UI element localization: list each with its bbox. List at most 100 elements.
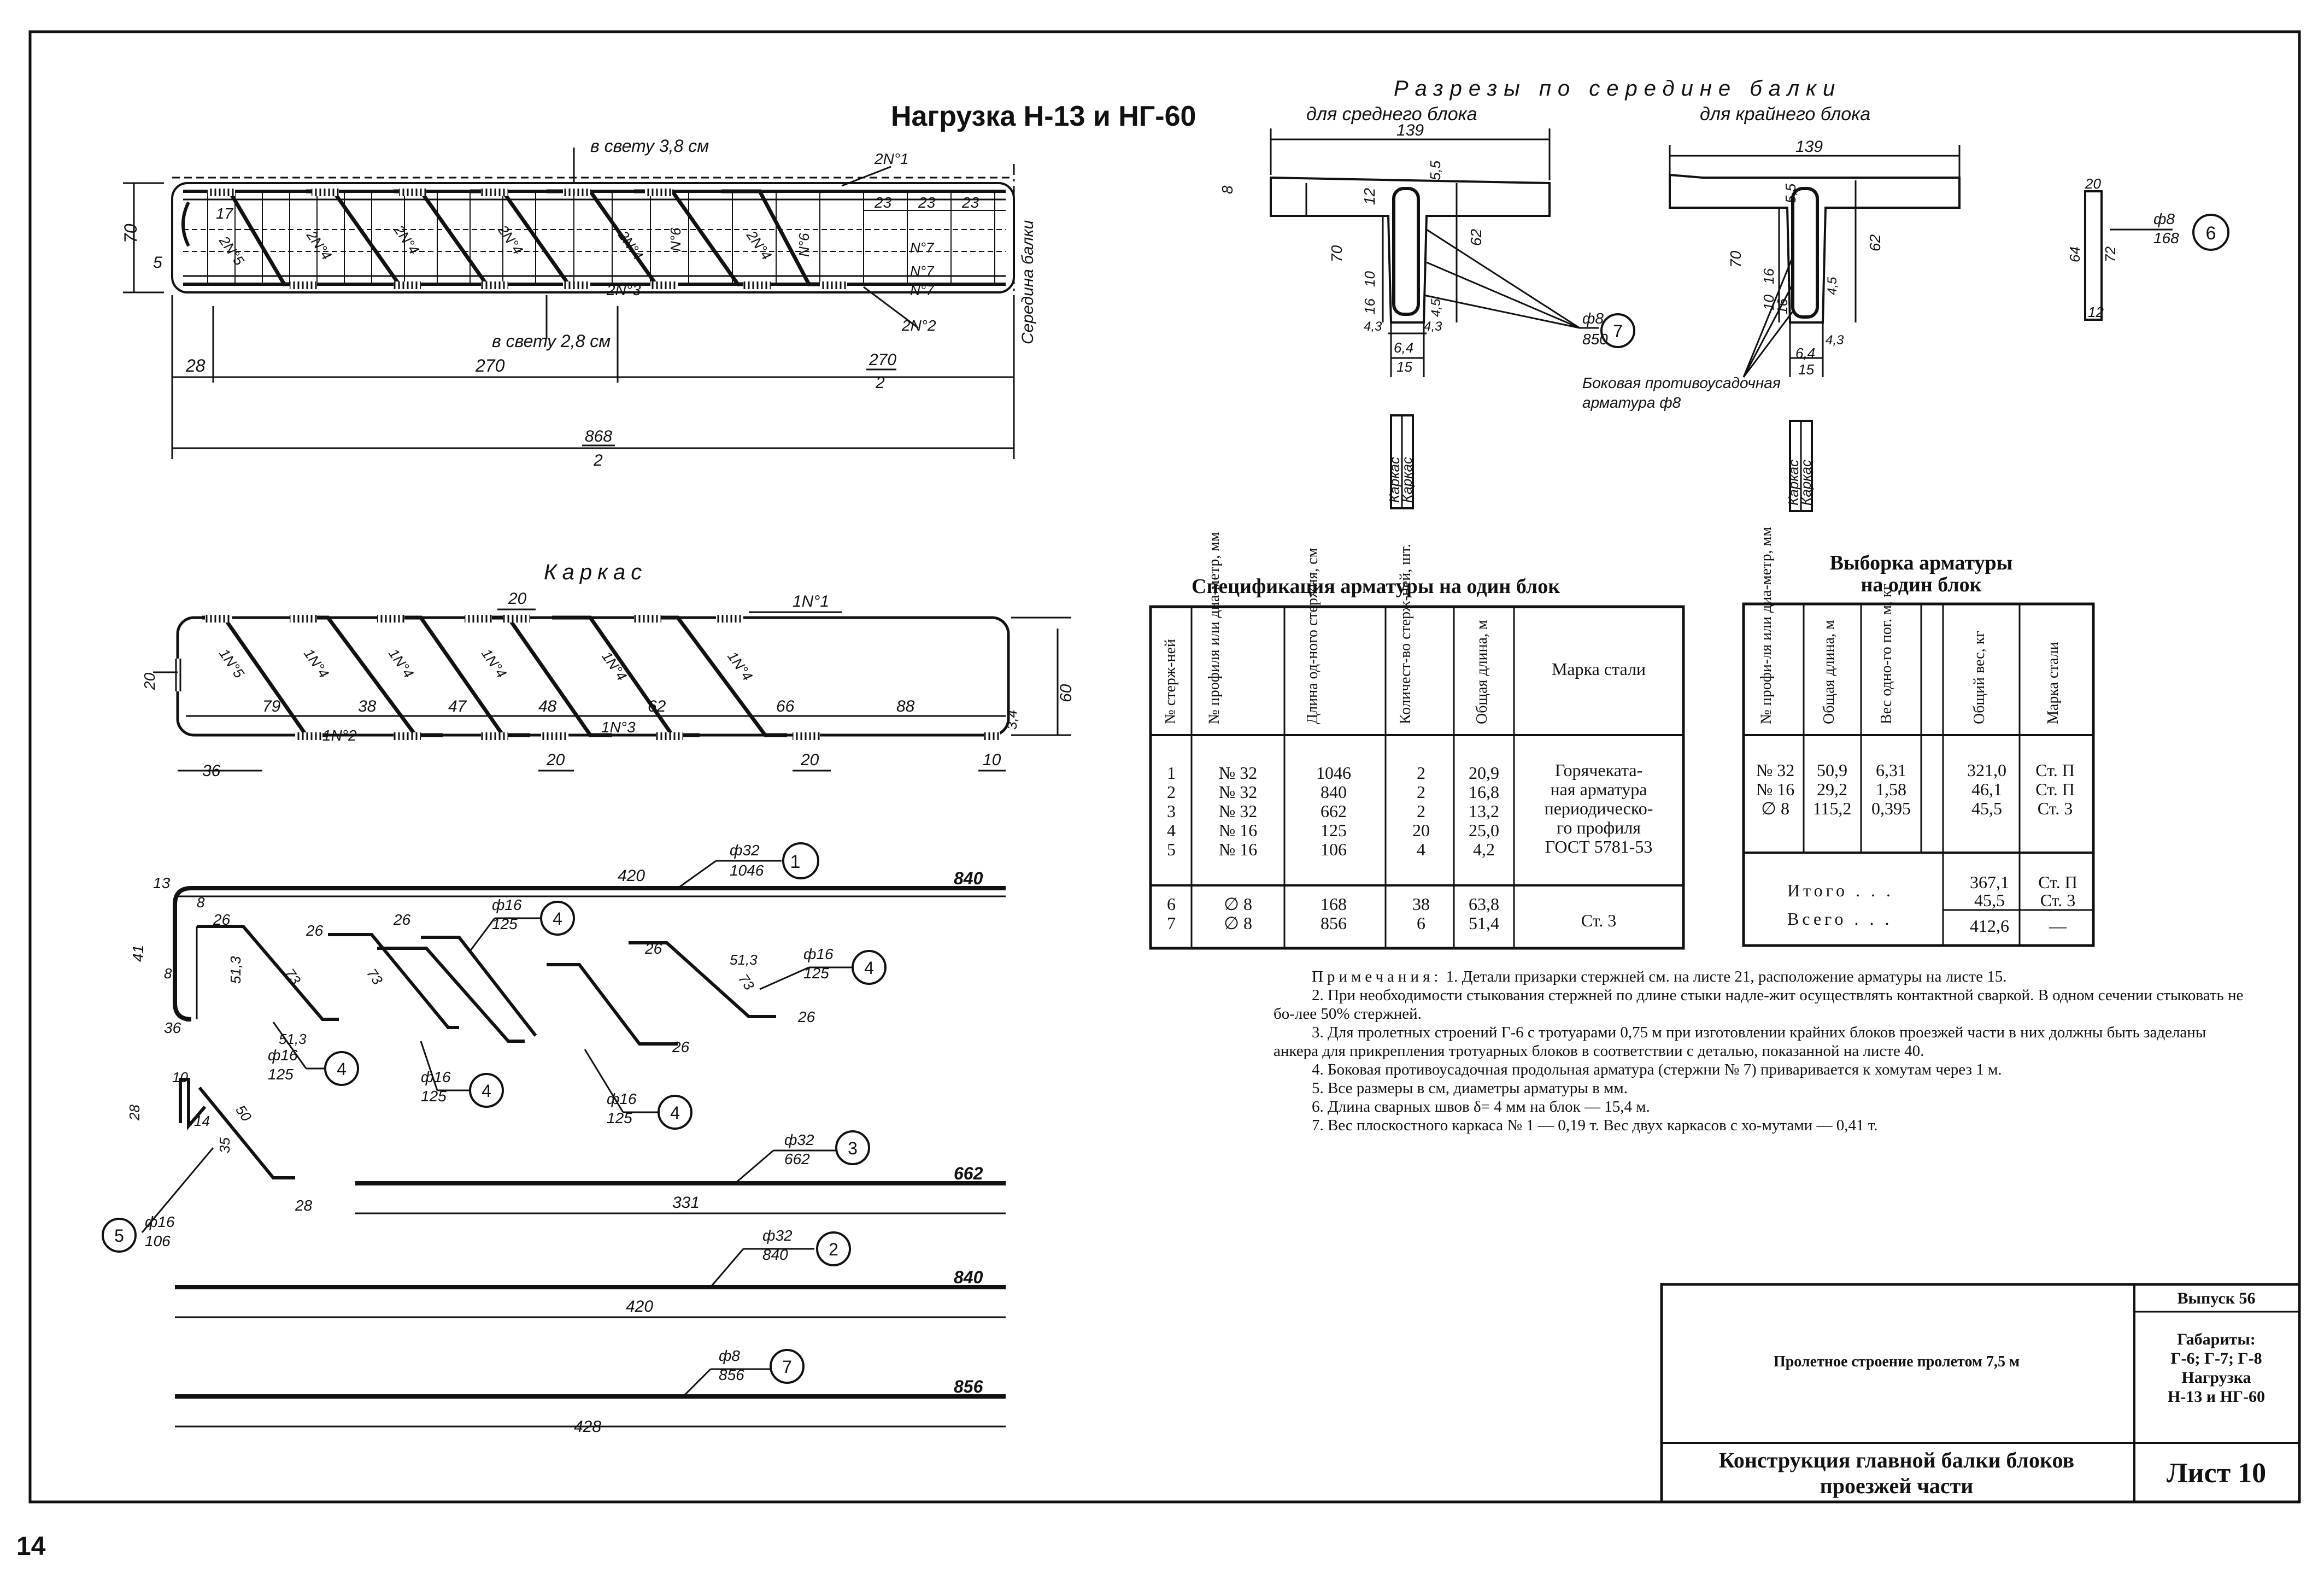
- spec-cell: 51,4: [1469, 913, 1499, 933]
- stamp-gabarity: Габариты:: [2177, 1330, 2256, 1348]
- bar7-len-label: 856: [719, 1366, 744, 1383]
- spec-cell: 1: [1167, 763, 1176, 783]
- bar5-len: 106: [145, 1232, 171, 1249]
- section-middle-labels: 139 8 12 5,5 70 62 10 16 4,3 4,3 4,5 6,4…: [1219, 121, 1623, 503]
- bar4-1-dia: ф16: [268, 1047, 298, 1064]
- bar4-5-number: 4: [553, 909, 562, 929]
- vyb-itogo-1-steel: Ст. П: [2038, 872, 2077, 892]
- spec-row-1: 1 № 32 1046 2 20,9: [1167, 763, 1499, 783]
- karkas-bar-1N4-b: 1N°4: [385, 645, 417, 681]
- spec-cell: 13,2: [1469, 801, 1499, 821]
- bar4-dim-26-b: 26: [306, 922, 324, 939]
- bar4-dim-513-b: 51,3: [730, 952, 758, 968]
- spec-h-bar-no: № стерж-ней: [1162, 639, 1179, 724]
- vyb-vsego-steel: —: [2049, 916, 2067, 936]
- sections-title: Разрезы по середине балки: [1394, 77, 1841, 101]
- spec-cell: № 32: [1219, 782, 1258, 802]
- label-bottom-gap: в свету 2,8 см: [492, 331, 611, 351]
- bar5-dia: ф16: [145, 1213, 175, 1230]
- bar-label-N6-a: N°6: [667, 227, 684, 251]
- bar4-2-number: 4: [482, 1081, 491, 1101]
- vyb-cell: Ст. П: [2035, 779, 2075, 799]
- stamp-load-list: Н-13 и НГ-60: [2168, 1388, 2265, 1406]
- bar5-dim-14: 14: [194, 1113, 210, 1129]
- sec-mid-dim-16: 16: [1361, 298, 1378, 314]
- bar1-dia: ф32: [730, 842, 760, 859]
- sec-edge-karkas-a: Каркас: [1798, 460, 1814, 506]
- karkas-dim-79: 79: [262, 697, 281, 715]
- notes-head: Примечания:: [1312, 968, 1442, 985]
- spec-cell: 25,0: [1469, 820, 1499, 840]
- sec-mid-dim-15: 15: [1396, 359, 1412, 375]
- sec-edge-dim-139: 139: [1795, 138, 1823, 156]
- note-5: 5. Все размеры в см, диаметры арматуры в…: [1312, 1079, 1628, 1097]
- vyb-itogo-2: 45,5: [1974, 890, 2005, 910]
- bar-label-N7-a: N°7: [910, 239, 935, 256]
- sec-edge-dim-16-a: 16: [1760, 268, 1777, 284]
- bar-label-N7-c: N°7: [910, 282, 935, 298]
- stirrup-6: [2084, 190, 2229, 321]
- karkas-bar-1N1: 1N°1: [793, 592, 829, 610]
- bar3-straight: 662: [954, 1164, 983, 1183]
- vyb-cell: № 16: [1756, 779, 1795, 799]
- vyb-h-length: Общая длина, м: [1821, 620, 1838, 724]
- bar1-dim-36: 36: [164, 1019, 181, 1036]
- dim-beam-868-den: 2: [593, 451, 603, 469]
- vyb-cell: 0,395: [1871, 799, 1911, 818]
- bar4-dim-513-c: 51,3: [279, 1031, 307, 1047]
- note-7: 7. Вес плоскостного каркаса № 1 — 0,19 т…: [1312, 1117, 1878, 1134]
- spec-table: [1149, 605, 1685, 950]
- spec-cell: 3: [1167, 801, 1176, 821]
- dim-beam-868-num: 868: [585, 427, 612, 445]
- bar2-number: 2: [829, 1240, 838, 1259]
- bar1-dim-7-8: 8: [164, 965, 172, 982]
- bar-label-2N4-c: 2N°4: [495, 221, 526, 257]
- bar3-number: 3: [848, 1138, 858, 1158]
- spec-h-profile: № профиля или диа-метр, мм: [1206, 532, 1223, 724]
- sec-mid-karkas-b: Каркас: [1386, 457, 1402, 503]
- sec-edge-karkas-b: Каркас: [1785, 460, 1801, 506]
- note-4: 4. Боковая противоусадочная продольная а…: [1312, 1061, 2002, 1078]
- vyb-cell: 50,9: [1817, 760, 1847, 780]
- note-3: 3. Для пролетных строений Г-6 с тротуара…: [1273, 1024, 2206, 1060]
- karkas-dim-66: 66: [776, 697, 795, 715]
- stamp-gabarity-list: Г-6; Г-7; Г-8: [2170, 1349, 2262, 1367]
- karkas-bar-1N4-e: 1N°4: [724, 648, 756, 684]
- spec-cell: 2: [1417, 763, 1425, 783]
- sec-mid-dim-12: 12: [1361, 187, 1378, 205]
- bar4-dim-73-b: 73: [363, 965, 386, 988]
- spec-cell: № 32: [1219, 801, 1258, 821]
- section-middle: [1270, 128, 1635, 509]
- spec-cell: 6: [1417, 913, 1425, 933]
- bar1-number: 1: [790, 852, 801, 872]
- sec-edge-dim-15: 15: [1798, 361, 1814, 378]
- spec-h-length: Длина од-ного стержня, см: [1304, 548, 1321, 724]
- spec-cell: 16,8: [1469, 782, 1499, 802]
- bar4-dim-26-e: 26: [797, 1008, 815, 1025]
- dim-beam-height: 70: [121, 224, 140, 243]
- spec-cell: 63,8: [1469, 894, 1499, 914]
- bar2-dia: ф32: [762, 1227, 793, 1244]
- spec-steel-st3: Ст. 3: [1581, 911, 1617, 930]
- vyb-cell: 321,0: [1967, 760, 2006, 780]
- spec-cell: 2: [1417, 782, 1425, 802]
- bar4-4-len: 125: [803, 965, 829, 982]
- vyborka-title-1: Выборка арматуры: [1830, 551, 2013, 574]
- dim-beam-5: 5: [153, 254, 162, 272]
- spec-cell: 20,9: [1469, 763, 1499, 783]
- bar1-dim-8: 8: [197, 894, 205, 911]
- vyb-itogo-1: 367,1: [1970, 872, 2009, 892]
- karkas-dim-62: 62: [648, 697, 666, 715]
- stamp-title-2: проезжей части: [1820, 1474, 1974, 1498]
- bar1-length: 1046: [730, 862, 764, 879]
- karkas-dim-36: 36: [202, 762, 221, 780]
- label-top-gap: в свету 3,8 см: [590, 136, 709, 156]
- section-edge: [1669, 145, 1961, 512]
- spec-cell: 106: [1321, 840, 1347, 859]
- dim-beam-17: 17: [216, 205, 234, 222]
- stamp-structure: Пролетное строение пролетом 7,5 м: [1774, 1353, 2020, 1370]
- spec-cell: 2: [1167, 782, 1176, 802]
- bar2-straight: 840: [954, 1267, 983, 1287]
- bar4-5-len: 125: [492, 915, 518, 932]
- stirrup-dim-72: 72: [2102, 246, 2118, 262]
